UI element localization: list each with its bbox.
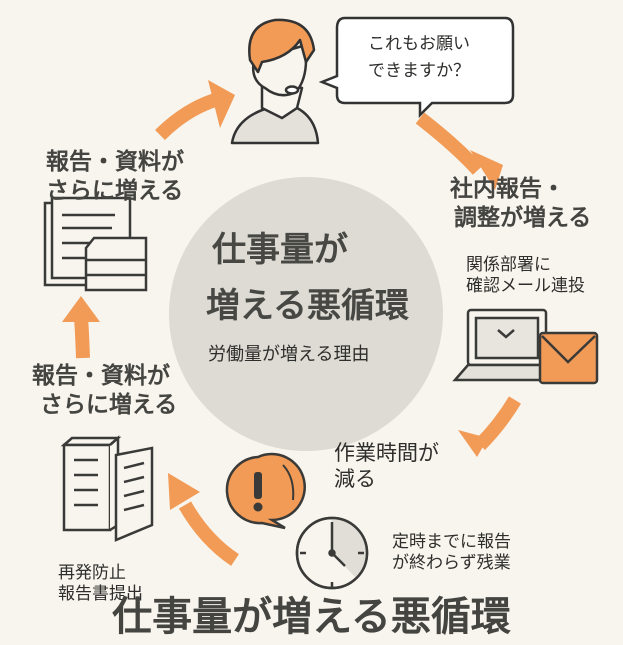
label-emails: 関係部署に 確認メール連投 [466, 255, 585, 298]
arrow-bottom-left [178, 501, 239, 566]
arrow-top-left [155, 93, 218, 141]
center-title-line-2: 増える悪循環 [206, 286, 409, 327]
report-documents-icon [60, 435, 154, 542]
label-work-time: 作業時間が 減る [334, 440, 439, 493]
label-line: 作業時間が [334, 441, 439, 465]
label-internal-reports: 社内報告・ 調整が増える [450, 175, 591, 233]
label-overtime: 定時までに報告 が終わらず残業 [392, 532, 511, 575]
arrowhead [470, 150, 503, 190]
arrowhead [208, 80, 235, 128]
arrowhead [62, 296, 100, 322]
arrow-top-right [415, 112, 484, 175]
envelope-icon [538, 331, 599, 385]
label-line: 確認メール連投 [466, 276, 585, 297]
label-line: 定時までに報告 [392, 532, 511, 552]
person-icon [230, 18, 320, 145]
label-line: さらに増える [40, 391, 178, 418]
speech-line-2: できますか？ [368, 61, 470, 82]
center-title: 仕事量が 増える悪循環 [206, 222, 409, 334]
speech-line-1: これもお願い [368, 34, 470, 54]
documents-stack-icon [43, 196, 148, 292]
label-line: 再発防止 [58, 563, 126, 583]
speech-bubble-text: これもお願い できますか？ [368, 34, 470, 83]
arrowhead [458, 430, 488, 457]
label-line: 報告書提出 [58, 584, 143, 605]
arrow-heads [62, 80, 503, 510]
label-line: 社内報告・ [450, 176, 565, 202]
center-title-line-1: 仕事量が [212, 230, 348, 270]
label-line: 調整が増える [454, 204, 592, 231]
label-prevention: 再発防止 報告書提出 [58, 563, 143, 606]
label-line: 報告・資料が [32, 363, 170, 389]
label-line: が終わらず残業 [392, 553, 511, 574]
arrowhead [168, 473, 200, 510]
label-more-reports-top: 報告・資料が さらに増える [46, 148, 184, 206]
footer-title: 仕事量が増える悪循環 [112, 594, 511, 640]
center-circle [169, 177, 443, 451]
arrow-left-up [74, 317, 90, 359]
label-more-reports-mid: 報告・資料が さらに増える [32, 362, 177, 420]
label-line: 報告・資料が [46, 149, 184, 175]
label-line: 関係部署に [466, 255, 551, 275]
center-subtitle: 労働量が増える理由 [208, 344, 370, 365]
laptop-icon [452, 308, 551, 382]
label-line: 減る [334, 467, 376, 492]
clock-icon [295, 516, 369, 590]
label-line: さらに増える [46, 177, 184, 204]
alert-icon [225, 452, 306, 530]
speech-bubble-shape [318, 16, 515, 119]
